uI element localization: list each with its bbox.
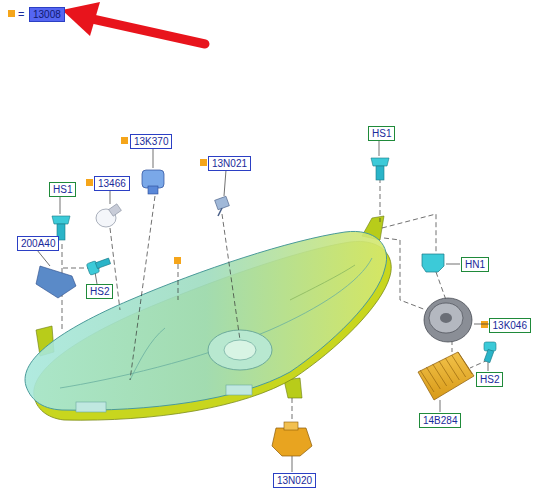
callout-number: 200A40	[17, 236, 59, 251]
callout-text: HS1	[372, 128, 391, 139]
pointer-arrow	[62, 2, 205, 44]
callout-number: 13466	[94, 176, 130, 191]
callout-text: HS2	[90, 286, 109, 297]
callout-number: HS1	[49, 182, 76, 197]
leader-line	[62, 178, 488, 424]
equals-sign: =	[18, 8, 24, 20]
callout-number: 13K046	[489, 318, 531, 333]
callout-number: HS2	[86, 284, 113, 299]
callout-number: 13K370	[130, 134, 172, 149]
bulb	[215, 196, 230, 216]
callout-text: 13N021	[212, 158, 247, 169]
control-module	[272, 422, 312, 456]
callout-text: HS2	[480, 374, 499, 385]
callout-number: 14B284	[419, 413, 461, 428]
screw	[86, 258, 496, 363]
callout-text: 14B284	[423, 415, 457, 426]
callout-text: 13466	[98, 178, 126, 189]
bulb-socket	[142, 170, 164, 194]
led-module	[418, 352, 474, 400]
leader-line	[37, 140, 489, 472]
headlamp-lens	[25, 231, 387, 412]
callout-text: 200A40	[21, 238, 55, 249]
bracket	[36, 266, 76, 298]
callout-text: HN1	[465, 259, 485, 270]
callout-number: 13N021	[208, 156, 251, 171]
dust-cap	[424, 298, 472, 342]
holder	[422, 254, 444, 272]
callout-text: 13N020	[277, 475, 312, 486]
bulb	[96, 204, 121, 227]
callout-number: HN1	[461, 257, 489, 272]
callout-text: 13K370	[134, 136, 168, 147]
callout-number: HS2	[476, 372, 503, 387]
callout-number: 13N020	[273, 473, 316, 488]
callout-number: HS1	[368, 126, 395, 141]
part-number: 13008	[29, 7, 65, 22]
callout-text: 13008	[33, 9, 61, 20]
callout-text: 13K046	[493, 320, 527, 331]
callout-text: HS1	[53, 184, 72, 195]
